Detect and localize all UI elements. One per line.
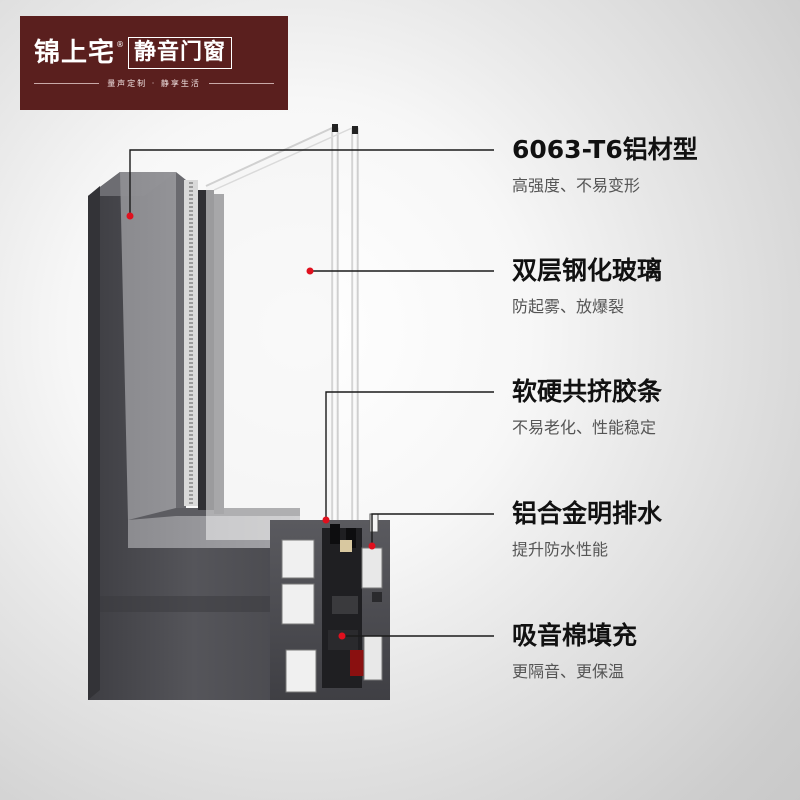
- feature-aluminum: 6063-T6铝材型 高强度、不易变形: [512, 134, 698, 197]
- brand-tagline: 量声定制 · 静享生活: [107, 79, 201, 88]
- logo-tagline-row: 量声定制 · 静享生活: [34, 78, 275, 89]
- double-glass-panes: [205, 124, 359, 541]
- leader-line-seal: [325, 391, 494, 520]
- feature-title: 吸音棉填充: [512, 621, 638, 650]
- brand-name: 锦上宅: [34, 38, 116, 68]
- feature-desc: 更隔音、更保温: [512, 662, 625, 681]
- marker-drainage: [368, 542, 376, 550]
- leader-line-drainage: [371, 513, 494, 546]
- feature-drainage: 铝合金明排水 提升防水性能: [512, 498, 662, 561]
- marker-aluminum: [126, 212, 134, 220]
- feature-desc: 高强度、不易变形: [512, 176, 641, 195]
- brand-slogan: 静音门窗: [128, 37, 233, 69]
- profile-cross-section: [270, 513, 390, 700]
- callout-markers: [126, 212, 376, 640]
- tagline-line-left: [34, 83, 100, 84]
- feature-desc: 不易老化、性能稳定: [512, 418, 657, 437]
- feature-desc: 提升防水性能: [512, 540, 609, 559]
- leader-lines: [129, 149, 494, 637]
- brand-logo: 锦上宅 ® 静音门窗 量声定制 · 静享生活: [20, 16, 288, 110]
- tagline-line-right: [208, 83, 275, 84]
- logo-top-row: 锦上宅 ® 静音门窗: [34, 36, 274, 70]
- feature-insulation: 吸音棉填充 更隔音、更保温: [512, 620, 637, 683]
- marker-glass: [306, 267, 314, 275]
- feature-desc: 防起雾、放爆裂: [512, 297, 625, 316]
- marker-seal: [322, 516, 330, 524]
- feature-title: 软硬共挤胶条: [512, 377, 663, 406]
- feature-glass: 双层钢化玻璃 防起雾、放爆裂: [512, 255, 662, 318]
- registered-mark: ®: [116, 40, 125, 49]
- feature-title: 双层钢化玻璃: [512, 256, 663, 285]
- marker-insulation: [338, 632, 346, 640]
- feature-seal-strip: 软硬共挤胶条 不易老化、性能稳定: [512, 376, 662, 439]
- leader-line-aluminum: [129, 149, 494, 216]
- feature-title: 铝合金明排水: [512, 499, 663, 528]
- feature-title: 6063-T6铝材型: [512, 135, 698, 164]
